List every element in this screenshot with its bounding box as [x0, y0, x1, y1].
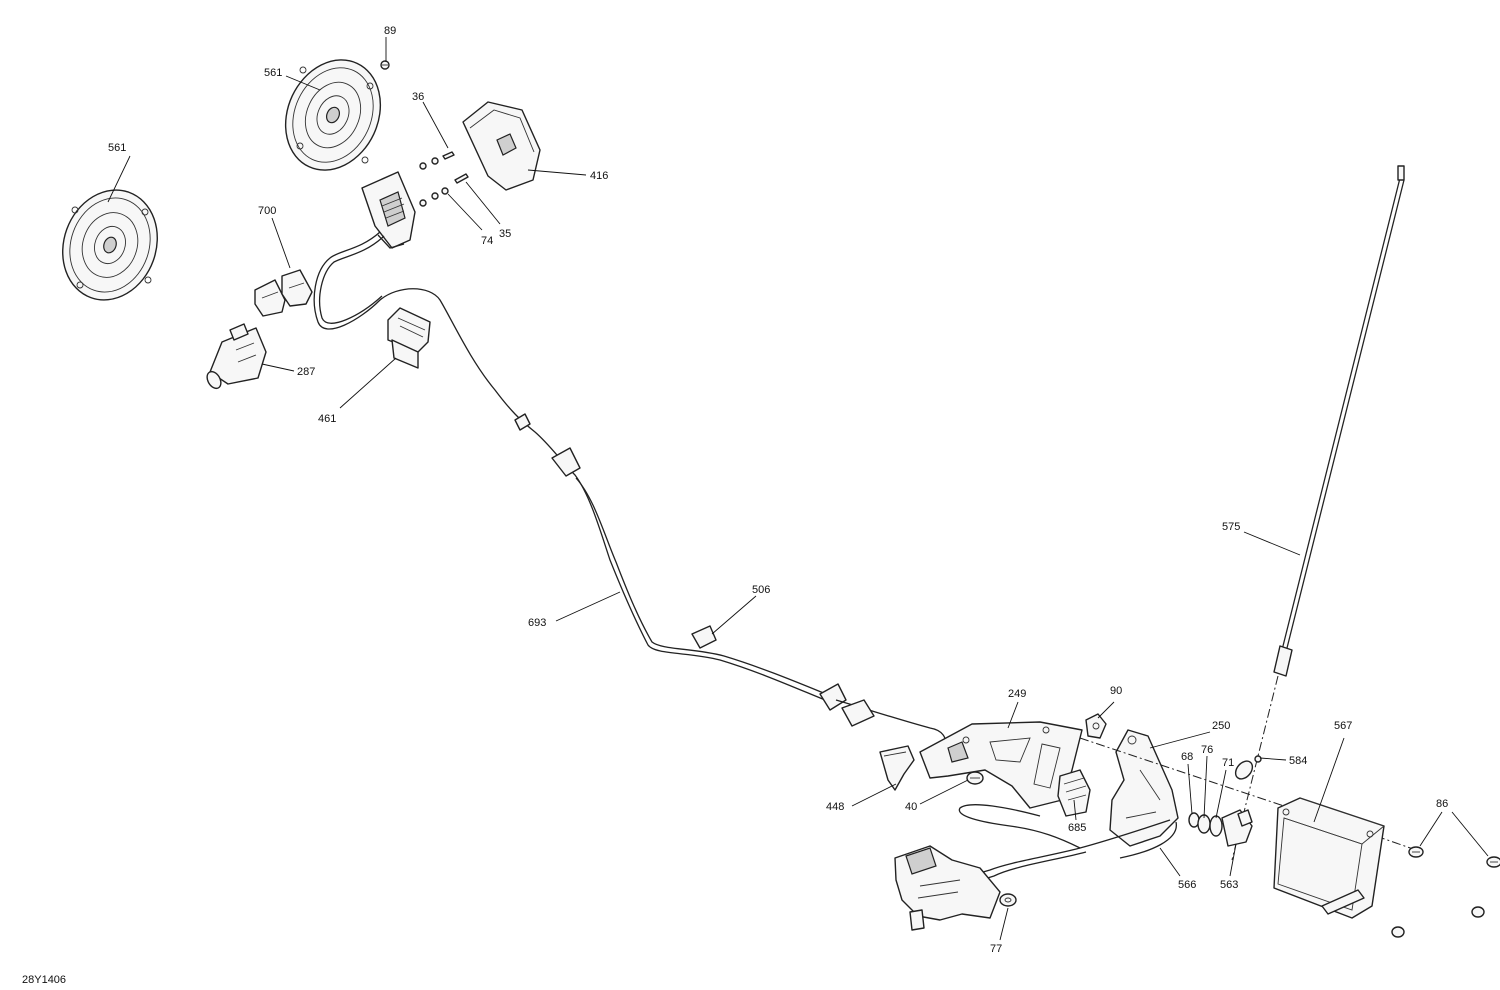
- callout-77: 77: [990, 943, 1002, 955]
- connector-700[interactable]: [254, 269, 313, 317]
- speaker-left[interactable]: [48, 177, 173, 314]
- screw-86-d[interactable]: [1391, 926, 1405, 938]
- callout-71: 71: [1222, 757, 1234, 769]
- connector-287[interactable]: [204, 323, 267, 391]
- callout-566: 566: [1178, 879, 1196, 891]
- screw-86-b[interactable]: [1486, 856, 1500, 868]
- callout-506: 506: [752, 584, 770, 596]
- callout-90: 90: [1110, 685, 1122, 697]
- cover-416[interactable]: [462, 101, 541, 191]
- callout-563: 563: [1220, 879, 1238, 891]
- callout-584: 584: [1289, 755, 1307, 767]
- speaker-upper[interactable]: [268, 44, 398, 185]
- callout-700: 700: [258, 205, 276, 217]
- fastener-set-74-35[interactable]: [419, 173, 469, 207]
- bracket-249[interactable]: [919, 721, 1083, 809]
- callout-575: 575: [1222, 521, 1240, 533]
- bracket-250[interactable]: [1109, 729, 1179, 847]
- callout-561-left: 561: [108, 142, 126, 154]
- screw-40[interactable]: [966, 771, 984, 785]
- callout-287: 287: [297, 366, 315, 378]
- leader-lines: [107, 37, 1489, 941]
- callout-89: 89: [384, 25, 396, 37]
- screw-86-a[interactable]: [1408, 846, 1424, 858]
- antenna-mount-stack[interactable]: [1188, 809, 1253, 847]
- callout-250: 250: [1212, 720, 1230, 732]
- callout-685: 685: [1068, 822, 1086, 834]
- screw-86-c[interactable]: [1471, 906, 1485, 918]
- radio-control-unit[interactable]: [361, 171, 416, 249]
- callout-74: 74: [481, 235, 493, 247]
- callout-68: 68: [1181, 751, 1193, 763]
- antenna-575[interactable]: [1273, 165, 1405, 677]
- callout-36: 36: [412, 91, 424, 103]
- fastener-set-36[interactable]: [419, 151, 455, 170]
- callout-561-upper: 561: [264, 67, 282, 79]
- callout-40: 40: [905, 801, 917, 813]
- drawing-code: 28Y1406: [22, 974, 66, 986]
- receiver-567[interactable]: [1273, 797, 1385, 919]
- connector-685[interactable]: [1057, 769, 1091, 817]
- callout-567: 567: [1334, 720, 1352, 732]
- washer-77[interactable]: [999, 893, 1017, 907]
- callout-249: 249: [1008, 688, 1026, 700]
- wiring-harness-693[interactable]: [313, 231, 946, 747]
- callout-86: 86: [1436, 798, 1448, 810]
- callout-35: 35: [499, 228, 511, 240]
- screw-89[interactable]: [380, 60, 390, 70]
- callout-461: 461: [318, 413, 336, 425]
- connector-lower[interactable]: [894, 845, 1001, 931]
- callout-448: 448: [826, 801, 844, 813]
- callout-693: 693: [528, 617, 546, 629]
- callout-76: 76: [1201, 744, 1213, 756]
- receiver-axis: [1079, 737, 1291, 809]
- clip-448[interactable]: [879, 745, 915, 791]
- nut-90[interactable]: [1085, 713, 1107, 739]
- callout-labels: 89 561 36 561 416 700 74 35 287 461 575 …: [108, 25, 1448, 955]
- ring-584[interactable]: [1232, 755, 1262, 782]
- callout-416: 416: [590, 170, 608, 182]
- switch-461[interactable]: [387, 307, 431, 369]
